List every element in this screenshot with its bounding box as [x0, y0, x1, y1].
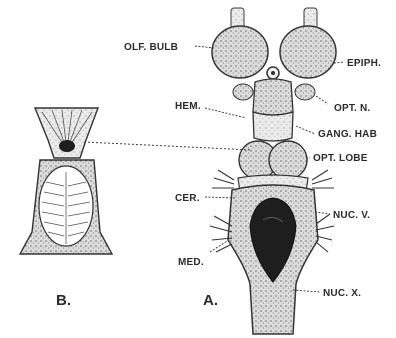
optic-lobe-right	[269, 141, 307, 179]
panel-a-brain	[210, 8, 336, 334]
label-hem: HEM.	[175, 101, 201, 112]
label-opt-n: OPT. N.	[334, 103, 370, 114]
panel-a-label: A.	[203, 292, 218, 309]
label-nuc-x: NUC. X.	[323, 288, 361, 299]
section-correspondence-line	[84, 142, 252, 150]
central-canal	[59, 140, 75, 152]
panel-b-label: B.	[56, 292, 71, 309]
label-olf-bulb: OLF. BULB	[124, 42, 178, 53]
label-cer: CER.	[175, 193, 200, 204]
label-opt-lobe: OPT. LOBE	[313, 153, 368, 164]
label-nuc-v: NUC. V.	[333, 210, 370, 221]
optic-nerve-left	[233, 84, 253, 100]
hemispheres	[253, 79, 293, 115]
label-gang-hab: GANG. HAB	[318, 129, 377, 140]
ganglion-habenulae	[253, 112, 293, 141]
olfactory-bulb-left	[212, 26, 268, 78]
olfactory-bulb-right	[280, 26, 336, 78]
panel-b-section	[20, 108, 112, 254]
label-epiph: EPIPH.	[347, 58, 381, 69]
label-med: MED.	[178, 257, 204, 268]
optic-nerve-right	[295, 84, 315, 100]
